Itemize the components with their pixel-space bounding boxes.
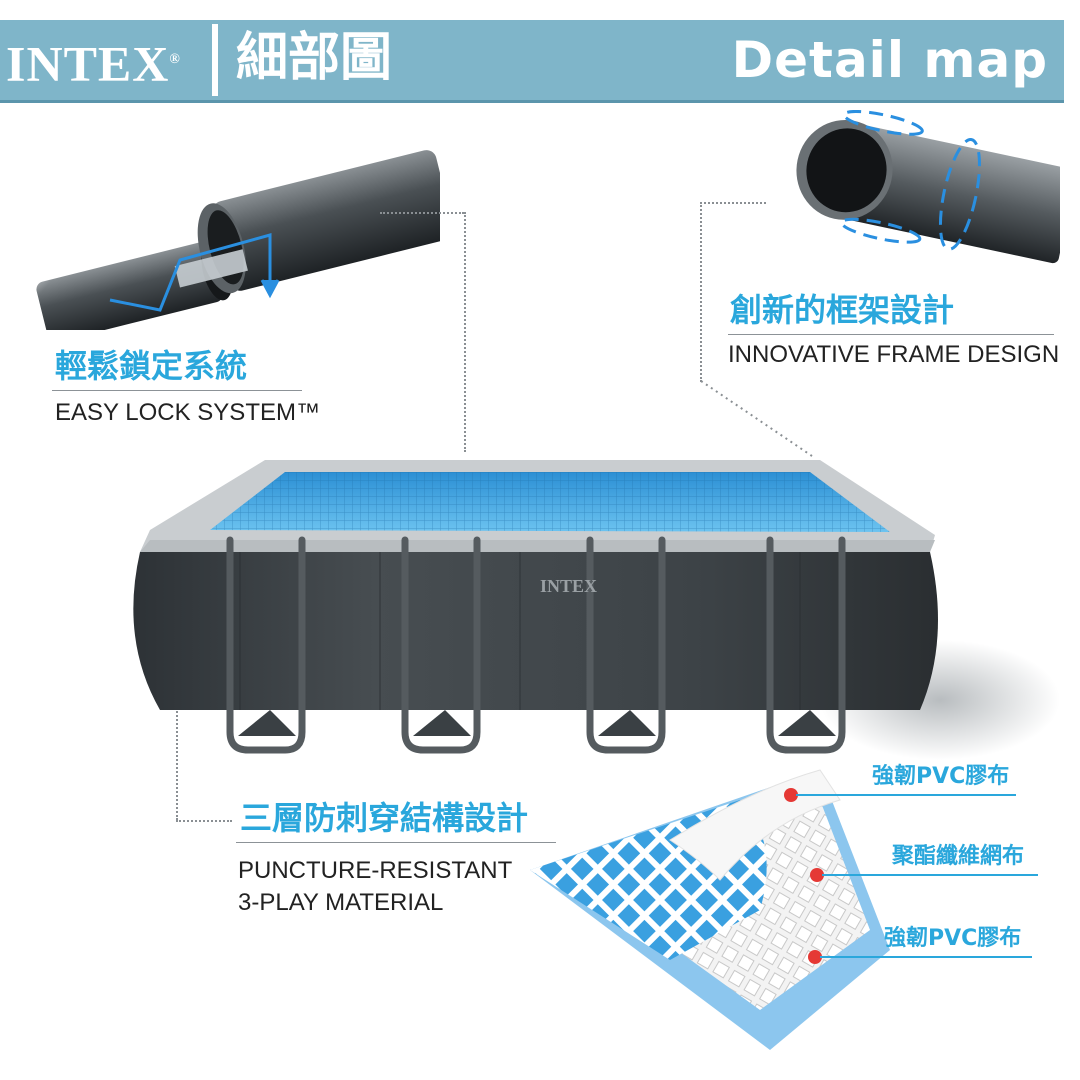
connector-lock-h xyxy=(380,212,464,214)
feature-lock-rule xyxy=(52,390,302,391)
feature-layer-rule xyxy=(236,842,556,843)
easy-lock-illustration xyxy=(20,140,440,330)
material-layers-illustration xyxy=(530,769,890,1050)
layer-marker-1 xyxy=(784,788,798,802)
layer-marker-3 xyxy=(808,950,822,964)
feature-layer-title: 三層防刺穿結構設計 xyxy=(240,799,529,837)
feature-lock-title: 輕鬆鎖定系統 xyxy=(55,347,248,385)
layer-label-3: 強韌PVC膠布 xyxy=(884,926,1022,951)
brand-logo: INTEX® xyxy=(6,35,181,92)
feature-frame-rule xyxy=(728,334,1054,335)
page-title-cn: 細部圖 xyxy=(236,28,393,88)
header-divider xyxy=(212,24,218,96)
connector-frame-v xyxy=(700,202,702,382)
layer-pointer-1 xyxy=(796,794,1016,796)
page-title-en: Detail map xyxy=(731,31,1048,89)
feature-layer-subtitle-2: 3-PLAY MATERIAL xyxy=(238,889,444,916)
feature-frame-title: 創新的框架設計 xyxy=(730,291,955,329)
layer-marker-2 xyxy=(810,868,824,882)
connector-lock-v xyxy=(464,212,466,452)
frame-pipe-illustration xyxy=(796,110,1060,264)
layer-label-2: 聚酯纖維網布 xyxy=(892,844,1025,869)
pool-logo: INTEX xyxy=(540,576,597,596)
connector-frame-h xyxy=(700,202,766,204)
connector-frame-diag xyxy=(700,380,813,457)
feature-layer-subtitle-1: PUNCTURE-RESISTANT xyxy=(238,857,513,884)
feature-lock-subtitle: EASY LOCK SYSTEM™ xyxy=(55,399,320,426)
pool-illustration: INTEX xyxy=(133,460,1060,760)
layer-label-1: 強韌PVC膠布 xyxy=(872,764,1010,789)
layer-pointer-3 xyxy=(820,956,1032,958)
layer-pointer-2 xyxy=(822,874,1038,876)
header-bar xyxy=(0,20,1064,103)
feature-frame-subtitle: INNOVATIVE FRAME DESIGN xyxy=(728,341,1060,368)
connector-layer-h xyxy=(176,820,232,822)
connector-layer-v xyxy=(176,608,178,820)
